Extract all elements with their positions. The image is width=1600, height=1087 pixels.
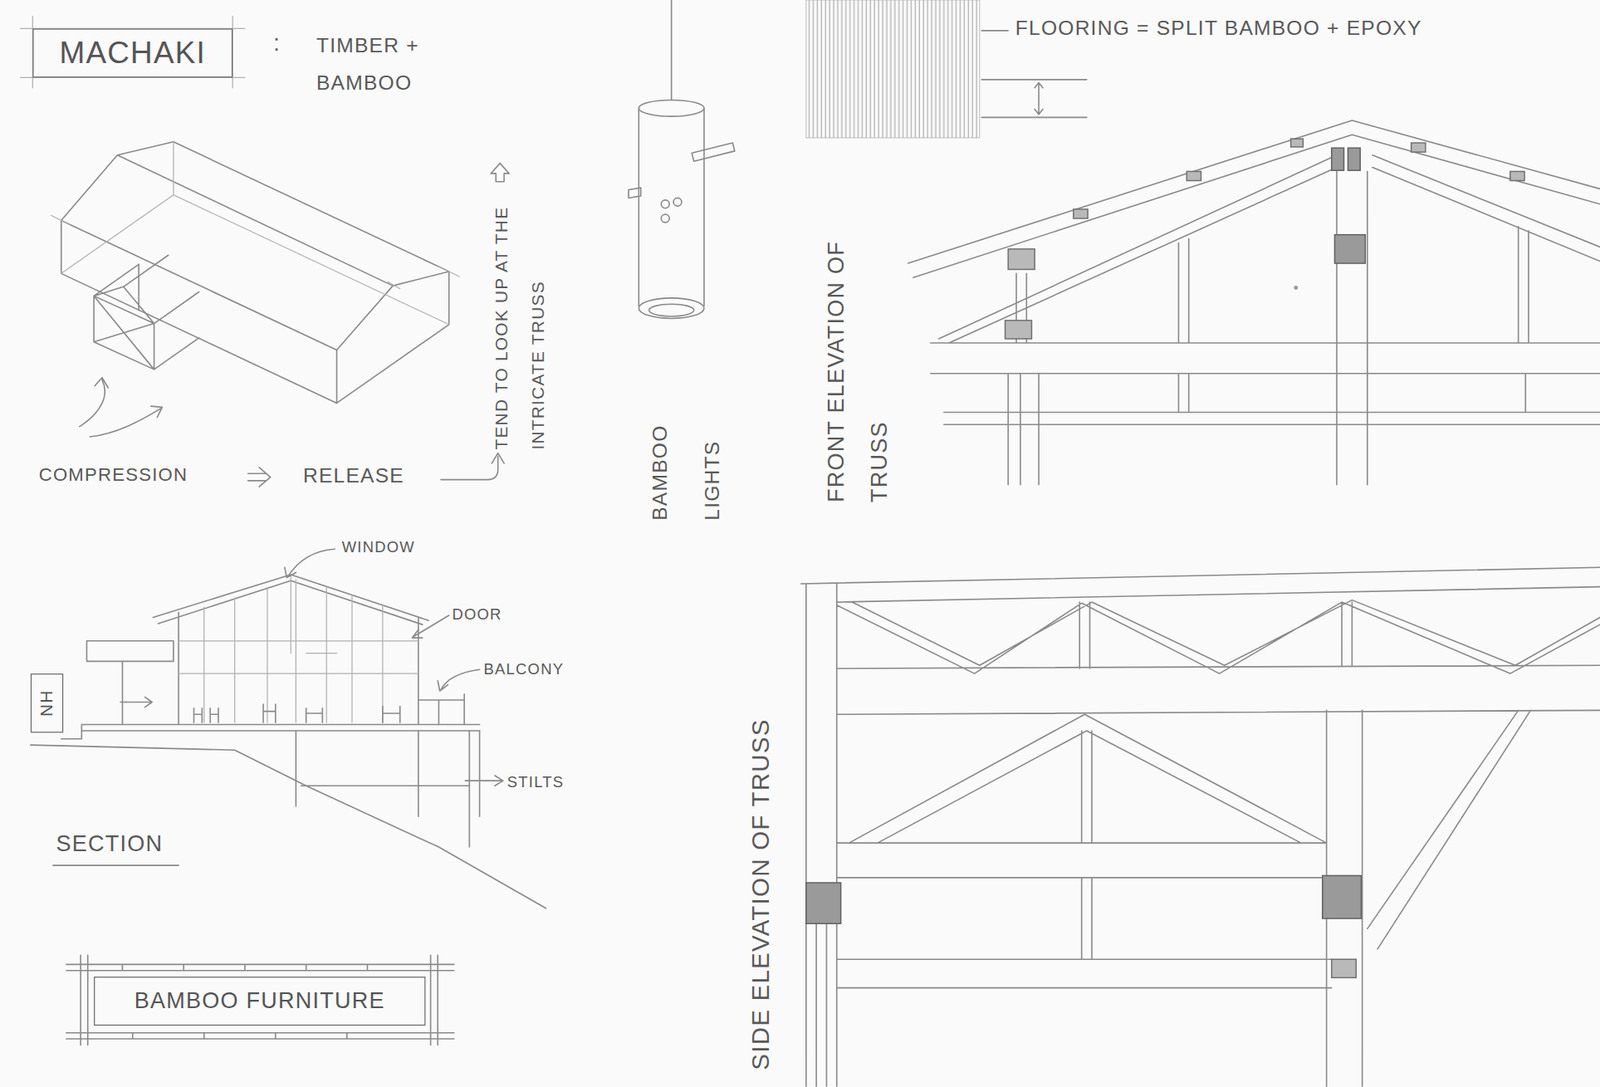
light-rim <box>638 298 705 319</box>
box-text: BAMBOO FURNITURE <box>134 988 386 1015</box>
purlin <box>1291 138 1304 147</box>
title-box: MACHAKI <box>32 28 233 78</box>
light-opening <box>649 303 695 317</box>
concept-word: COMPRESSION <box>39 464 188 486</box>
flooring-swatch <box>806 0 980 138</box>
side-truss <box>801 567 1600 1087</box>
box-text: MACHAKI <box>58 35 206 71</box>
joint-block <box>1322 875 1362 919</box>
joint-block <box>1331 959 1356 978</box>
part-label: BALCONY <box>484 660 565 678</box>
joint-block <box>1347 147 1361 171</box>
front-truss <box>908 120 1600 485</box>
iso-massing <box>61 141 450 404</box>
balcony-rail <box>418 694 465 725</box>
canopy <box>86 640 173 725</box>
purlin <box>1411 142 1426 152</box>
entrance-volume <box>93 254 200 370</box>
material-note: TIMBER + BAMBOO <box>316 26 470 103</box>
drawing-title: SECTION <box>56 830 164 857</box>
material-note: FLOORING = SPLIT BAMBOO + EPOXY <box>1015 16 1423 40</box>
light-hole <box>660 200 670 209</box>
title-underline <box>53 864 179 867</box>
section-building <box>61 574 480 739</box>
road-tag: NH <box>30 673 64 733</box>
implies-arrow <box>248 467 271 487</box>
lead-arrow <box>440 453 504 480</box>
concept-word: RELEASE <box>303 464 405 488</box>
separator: : <box>273 30 281 58</box>
section-furniture <box>194 704 401 723</box>
stilts <box>295 730 480 847</box>
design-note: TEND TO LOOK UP AT THE INTRICATE TRUSS <box>484 183 558 450</box>
section-grid <box>178 574 419 723</box>
purlin <box>1186 171 1201 181</box>
bench-frame <box>66 954 455 1045</box>
ground-line <box>30 744 547 909</box>
purlin <box>1073 209 1088 219</box>
joint-block <box>1007 249 1035 270</box>
up-arrow <box>490 163 509 182</box>
joint-block <box>1334 234 1366 264</box>
drawing-title: SIDE ELEVATION OF TRUSS <box>743 620 776 1070</box>
part-label: STILTS <box>507 772 564 790</box>
pencil-dot <box>1293 285 1298 290</box>
light-pegs <box>628 142 735 198</box>
part-label: WINDOW <box>342 538 416 556</box>
joint-block <box>806 882 842 924</box>
light-hole <box>673 197 682 206</box>
joint-block <box>1005 320 1033 339</box>
furniture-frame: BAMBOO FURNITURE <box>93 976 426 1026</box>
light-hole <box>660 214 670 223</box>
drawing-title: BAMBOO LIGHTS <box>632 387 739 521</box>
purlin <box>1510 171 1525 181</box>
leader-lines <box>284 548 504 786</box>
light-top <box>638 99 705 117</box>
title-guides <box>20 16 245 89</box>
flooring-leaders <box>981 30 1087 118</box>
joint-block <box>1331 147 1345 171</box>
box-text: NH <box>36 689 58 717</box>
iso-construction <box>50 141 460 325</box>
drawing-title: FRONT ELEVATION OF TRUSS <box>814 231 901 503</box>
flow-arrows <box>79 377 163 437</box>
part-label: DOOR <box>451 605 502 623</box>
